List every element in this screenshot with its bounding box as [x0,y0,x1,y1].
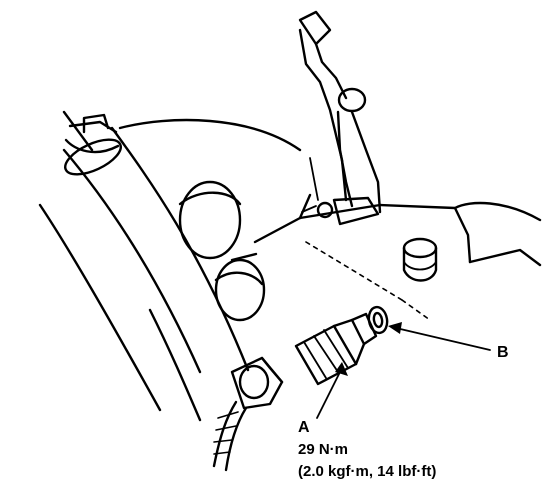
sensor-connector [230,356,284,410]
leader-lines [316,327,491,419]
leader-arrowheads [335,322,402,376]
torque-spec-alternate: (2.0 kgf·m, 14 lbf·ft) [298,463,437,480]
sealing-washer-b [367,305,389,335]
torque-spec-metric: 29 N·m [298,441,349,458]
sensor-a [294,312,378,386]
wiring-harness [212,400,248,472]
sensor-bracket [298,10,382,226]
housing-casting [62,110,542,321]
callout-label-a: A [298,419,310,436]
callout-label-b: B [497,344,509,361]
plug-cap [402,237,438,282]
intake-tube [38,113,250,422]
throttle-body-bosses [178,180,266,322]
